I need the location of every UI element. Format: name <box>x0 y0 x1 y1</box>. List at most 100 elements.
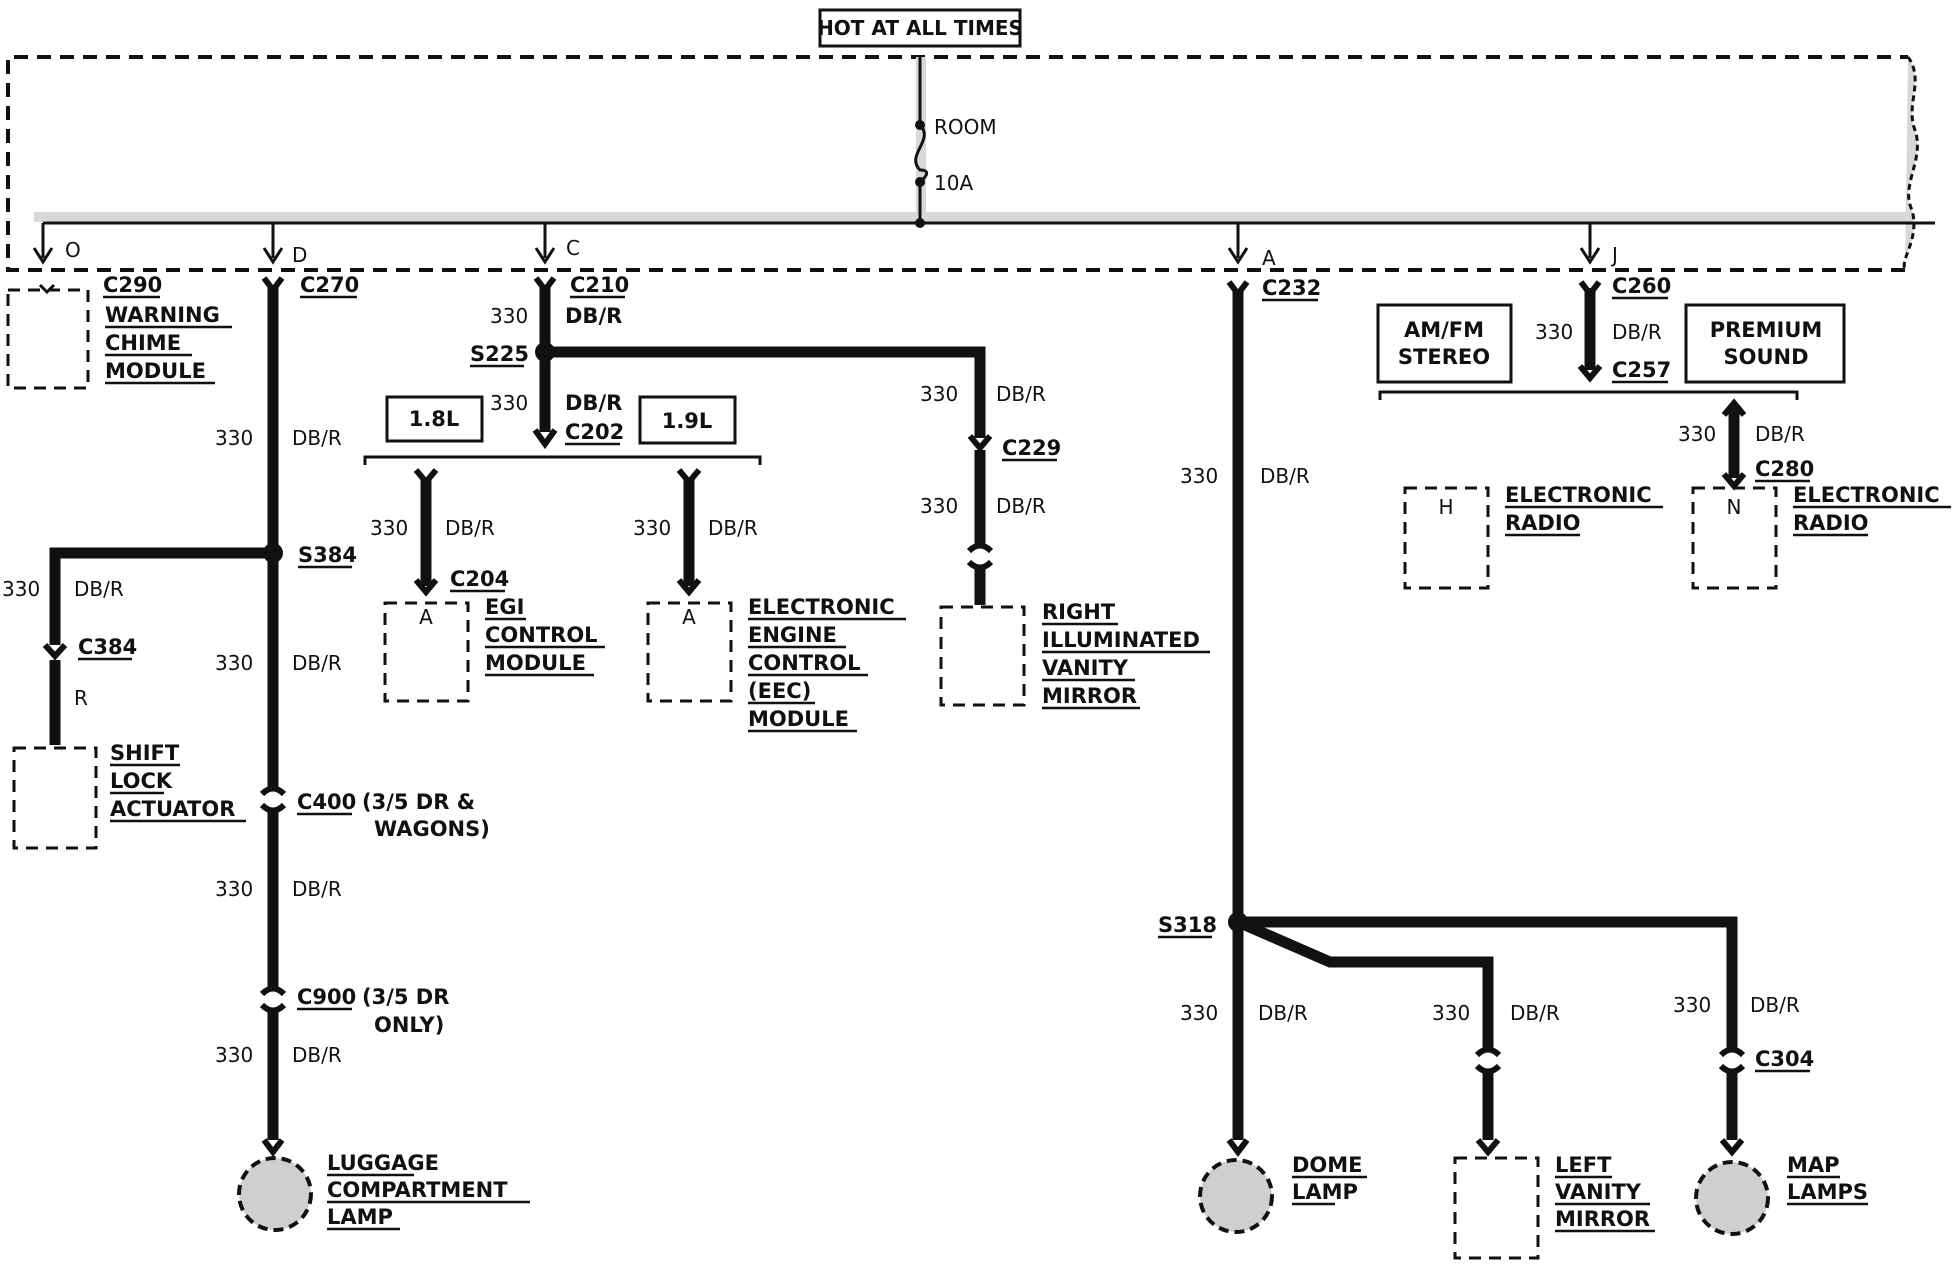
egi-pin: A <box>419 605 433 629</box>
c330-a1: 330 <box>1180 464 1218 488</box>
conn-c257: C257 <box>1612 358 1671 382</box>
splice-s384: S384 <box>298 543 357 567</box>
egi-l1: EGI <box>485 595 524 619</box>
eec-l3: CONTROL <box>748 651 861 675</box>
color-a1: DB/R <box>1260 464 1310 488</box>
electronic-radio-h <box>1403 486 1490 590</box>
egi-l3: MODULE <box>485 651 586 675</box>
left-vanity-mirror <box>1453 1156 1540 1260</box>
c330-d3: 330 <box>215 877 253 901</box>
c330-shift: 330 <box>2 577 40 601</box>
wire-mirror-l <box>1235 916 1494 1050</box>
color-r: R <box>74 686 88 710</box>
eec-l4: (EEC) <box>748 679 811 703</box>
conn-c290: C290 <box>103 273 162 297</box>
right-vanity-mirror <box>939 605 1026 707</box>
premium-sound-box <box>1684 303 1846 384</box>
mirror-l-l1: LEFT <box>1555 1153 1612 1177</box>
conn-c900-sym <box>259 985 287 1014</box>
chime-l2: CHIME <box>105 331 181 355</box>
mirror-r-l2: ILLUMINATED <box>1042 628 1200 652</box>
radio-h-pin: H <box>1438 495 1453 519</box>
conn-c260: C260 <box>1612 274 1671 298</box>
c330-c1: 330 <box>490 304 528 328</box>
c400-note2: WAGONS) <box>374 817 490 841</box>
pin-d: D <box>292 243 307 267</box>
fuse-name: ROOM <box>934 115 997 139</box>
splice-s225: S225 <box>470 342 529 366</box>
shift-l3: ACTUATOR <box>110 797 235 821</box>
color-eec: DB/R <box>708 516 758 540</box>
color-m2: DB/R <box>996 494 1046 518</box>
fuse-panel-break <box>1902 56 1919 271</box>
conn-c202: C202 <box>565 420 624 444</box>
bus-shade <box>34 212 1909 222</box>
eec-pin: A <box>682 605 696 629</box>
radio-n-l2: RADIO <box>1793 511 1869 535</box>
color-c1: DB/R <box>565 304 622 328</box>
option-19l: 1.9L <box>662 409 713 433</box>
premium-l1: PREMIUM <box>1710 318 1823 342</box>
c330-m1: 330 <box>920 382 958 406</box>
feed-shade <box>916 57 926 225</box>
map-l2: LAMPS <box>1787 1180 1868 1204</box>
dome-lamp-bulb <box>1198 1158 1274 1234</box>
c330-a2: 330 <box>1180 1001 1218 1025</box>
c330-map: 330 <box>1673 993 1711 1017</box>
color-m1: DB/R <box>996 382 1046 406</box>
header-box <box>818 8 1022 48</box>
mirror-l-l3: MIRROR <box>1555 1207 1650 1231</box>
eec-l2: ENGINE <box>748 623 837 647</box>
amfm-l2: STEREO <box>1398 345 1490 369</box>
warning-chime-module <box>6 288 90 390</box>
egi-control-module <box>383 601 470 703</box>
color-shift: DB/R <box>74 577 124 601</box>
egi-l2: CONTROL <box>485 623 598 647</box>
dome-l1: DOME <box>1292 1153 1363 1177</box>
conn-c304: C304 <box>1755 1047 1814 1071</box>
header-label: HOT AT ALL TIMES <box>817 16 1023 40</box>
color-map: DB/R <box>1750 993 1800 1017</box>
c330-d1: 330 <box>215 426 253 450</box>
conn-c900: C900 <box>297 985 356 1009</box>
c330-m2: 330 <box>920 494 958 518</box>
shift-lock-actuator <box>12 746 98 850</box>
luggage-lamp-bulb <box>237 1156 313 1232</box>
color-d1: DB/R <box>292 426 342 450</box>
color-egi: DB/R <box>445 516 495 540</box>
splice-s318: S318 <box>1158 913 1217 937</box>
color-a2: DB/R <box>1258 1001 1308 1025</box>
c330-ml: 330 <box>1432 1001 1470 1025</box>
shift-l2: LOCK <box>110 769 173 793</box>
wire-map <box>1238 916 1738 1050</box>
radio-bracket <box>1378 390 1799 400</box>
color-j1: DB/R <box>1612 320 1662 344</box>
c330-c2: 330 <box>490 391 528 415</box>
pin-c: C <box>566 236 580 260</box>
luggage-l2: COMPARTMENT <box>327 1178 508 1202</box>
chime-l3: MODULE <box>105 359 206 383</box>
c900-note2: ONLY) <box>374 1013 444 1037</box>
mirror-r-l1: RIGHT <box>1042 600 1116 624</box>
luggage-l3: LAMP <box>327 1205 393 1229</box>
conn-c400: C400 <box>297 790 356 814</box>
eec-l1: ELECTRONIC <box>748 595 895 619</box>
conn-c229: C229 <box>1002 436 1061 460</box>
eec-l5: MODULE <box>748 707 849 731</box>
conn-c204: C204 <box>450 567 509 591</box>
option-18l: 1.8L <box>409 407 460 431</box>
c330-d2: 330 <box>215 651 253 675</box>
mirror-r-l3: VANITY <box>1042 656 1129 680</box>
pin-a: A <box>1262 246 1276 270</box>
amfm-stereo-box <box>1376 303 1513 384</box>
c900-note1: (3/5 DR <box>362 985 449 1009</box>
amfm-l1: AM/FM <box>1404 318 1484 342</box>
option-18l-box <box>385 395 484 443</box>
radio-n-l1: ELECTRONIC <box>1793 483 1940 507</box>
dome-l2: LAMP <box>1292 1180 1358 1204</box>
conn-c210: C210 <box>570 273 629 297</box>
conn-c280: C280 <box>1755 457 1814 481</box>
chime-l1: WARNING <box>105 303 220 327</box>
color-d4: DB/R <box>292 1043 342 1067</box>
